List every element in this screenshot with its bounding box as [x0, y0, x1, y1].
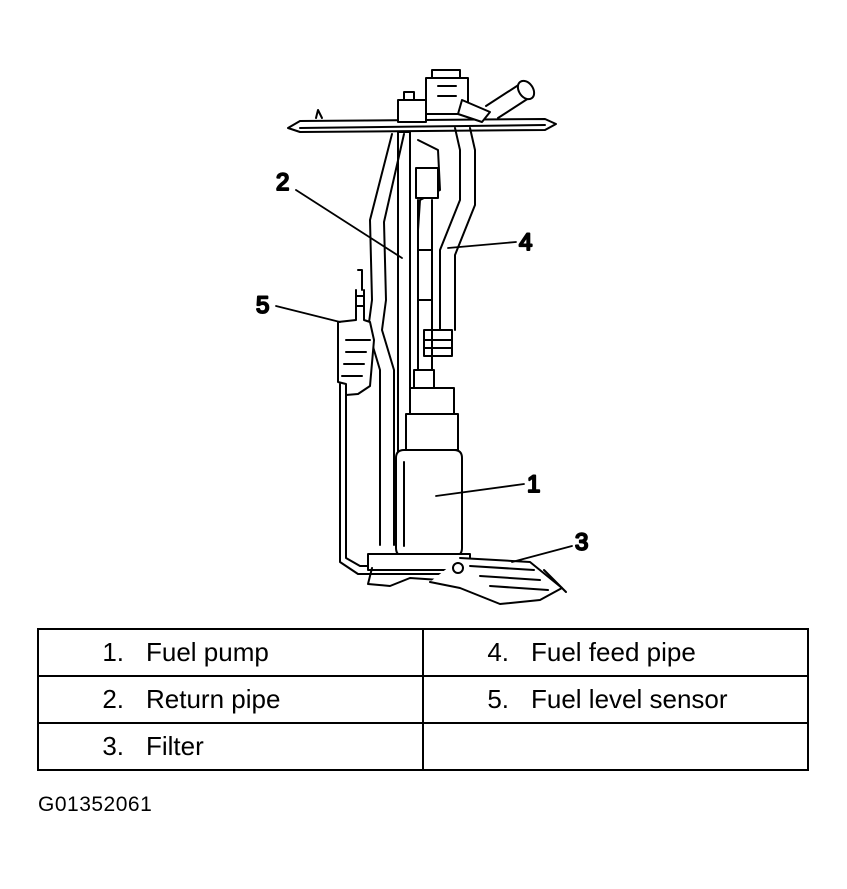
leader-line-2: [295, 189, 403, 259]
fuel-pump-assembly-diagram: 1 2 3 4 5: [255, 69, 589, 605]
fuel-level-sensor: [337, 269, 375, 396]
mounting-flange: [287, 109, 557, 133]
leader-line-4: [447, 241, 517, 249]
callout-1: 1: [527, 471, 540, 498]
legend-cell: 2. Return pipe: [37, 675, 424, 724]
legend-table: 1. Fuel pump 4. Fuel feed pipe 2. Return pi…: [37, 628, 809, 771]
legend-number: 1.: [102, 637, 124, 667]
leader-line-1: [435, 483, 525, 497]
callout-5: 5: [256, 292, 269, 319]
legend-cell: 5. Fuel level sensor: [422, 675, 809, 724]
legend-cell: 4. Fuel feed pipe: [422, 628, 809, 677]
legend-label: Fuel pump: [146, 637, 269, 667]
legend-label: Return pipe: [146, 684, 281, 714]
callout-4: 4: [519, 229, 532, 256]
legend-cell: 1. Fuel pump: [37, 628, 424, 677]
figure-id: G01352061: [38, 793, 153, 816]
legend-label: Filter: [146, 731, 204, 761]
legend-row: 3. Filter: [37, 722, 809, 771]
legend-row: 2. Return pipe 5. Fuel level sensor: [37, 675, 809, 724]
legend-row: 1. Fuel pump 4. Fuel feed pipe: [37, 628, 809, 677]
legend-label: Fuel level sensor: [531, 684, 728, 714]
fuel-feed-pipe: [423, 127, 476, 357]
legend-cell-empty: [422, 722, 809, 771]
legend-number: 2.: [102, 684, 124, 714]
legend-cell: 3. Filter: [37, 722, 424, 771]
filter: [367, 553, 567, 605]
callout-2: 2: [276, 169, 289, 196]
leader-lines: [275, 189, 573, 563]
fuel-pump-body: [395, 369, 463, 557]
top-connector: [397, 69, 536, 123]
leader-line-5: [275, 305, 341, 323]
legend-label: Fuel feed pipe: [531, 637, 696, 667]
legend-number: 4.: [487, 637, 509, 667]
legend-number: 3.: [102, 731, 124, 761]
leader-line-3: [511, 545, 573, 563]
legend-number: 5.: [487, 684, 509, 714]
callout-3: 3: [575, 529, 588, 556]
